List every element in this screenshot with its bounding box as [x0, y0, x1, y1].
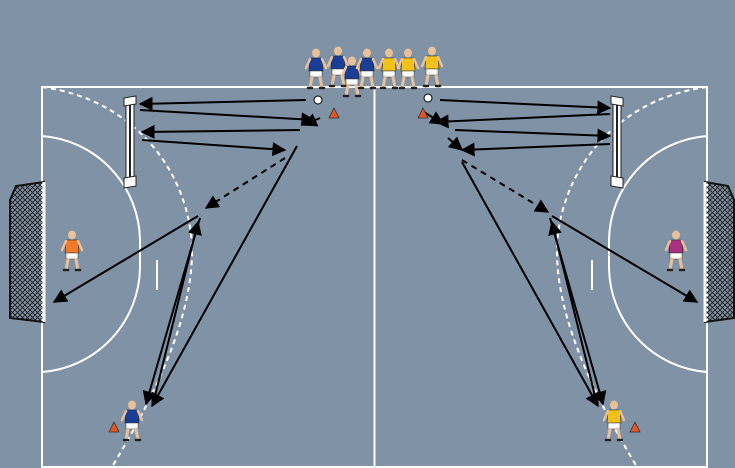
left-dashed-pass-arrow [204, 157, 286, 209]
player-yellow [377, 48, 401, 90]
left-free-throw-line [41, 86, 194, 468]
pass-arrows [52, 96, 699, 408]
cones [108, 107, 641, 433]
cone [108, 421, 120, 433]
right-long-arrow [461, 161, 599, 408]
player-yellow [396, 48, 420, 90]
player-blue [355, 48, 379, 90]
player-yellow [420, 46, 444, 88]
cone [629, 421, 641, 433]
right-pass-arrow [460, 142, 611, 157]
cone [417, 107, 429, 119]
ball [313, 95, 323, 105]
balls [313, 93, 433, 105]
right-mini-goal [610, 95, 624, 189]
right-pass-arrow [439, 99, 612, 115]
cone [328, 107, 340, 119]
left-goal-area-line [41, 135, 141, 373]
right-free-throw-line [555, 86, 708, 468]
right-pass-arrow [548, 220, 597, 401]
left-long-arrow [151, 145, 298, 408]
left-mini-goal [123, 95, 137, 189]
left-pass-arrow [141, 139, 287, 157]
right-goal [703, 180, 735, 324]
left-pass-arrow [140, 124, 301, 139]
right-pass-arrow [454, 128, 612, 143]
queue-left-team [304, 46, 379, 98]
left-wing-player [120, 400, 144, 442]
left-run-arrow [302, 113, 321, 127]
ball [423, 93, 433, 103]
left-pass-arrow [138, 96, 307, 111]
right-shot-arrow [551, 215, 699, 303]
left-goalkeeper [60, 230, 84, 272]
left-pass-arrow [139, 109, 316, 127]
player-blue [340, 56, 364, 98]
right-run-arrow [447, 136, 464, 151]
right-goal-area-line [608, 135, 708, 373]
left-pass-arrow [153, 220, 202, 401]
right-pass-arrow [434, 113, 611, 129]
right-goalkeeper [664, 230, 688, 272]
left-goal [9, 180, 46, 324]
left-shot-arrow [52, 215, 199, 303]
player-blue [304, 48, 328, 90]
right-wing-player [602, 400, 626, 442]
right-dashed-pass-arrow [461, 159, 550, 213]
queue-right-team [377, 46, 444, 90]
right-run-arrow [423, 111, 445, 125]
